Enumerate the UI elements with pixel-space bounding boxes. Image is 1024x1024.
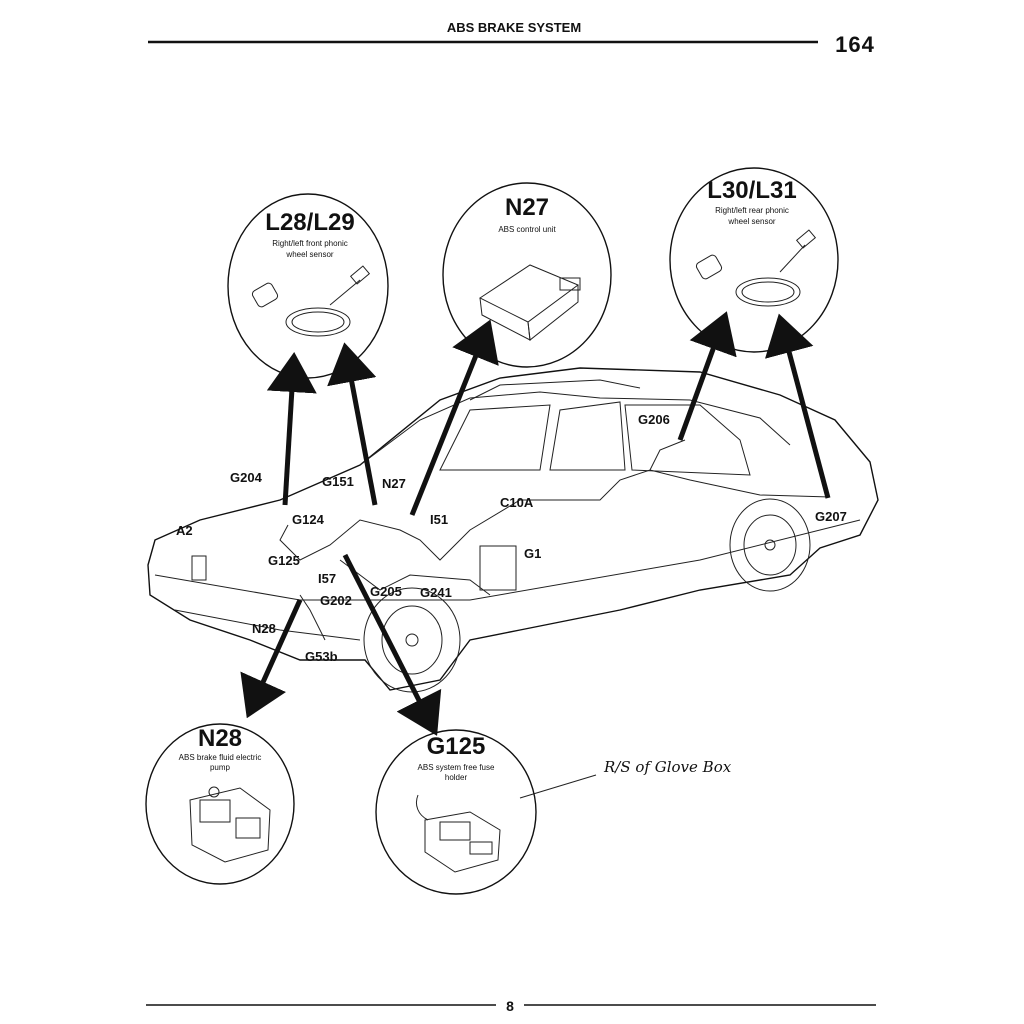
control-unit-icon [479,264,581,341]
callout-desc: ABS system free fuse [418,763,495,772]
label-a2: A2 [176,523,193,538]
pump-icon [189,786,271,863]
label-n27: N27 [382,476,406,491]
label-g205: G205 [370,584,402,599]
callout-n27: N27 ABS control unit [442,182,612,368]
callout-desc: ABS control unit [498,225,556,234]
note-leader-line [519,774,597,799]
label-c10a: C10A [500,495,534,510]
page-number: 8 [506,998,514,1014]
pointer-arrows [240,311,831,736]
callout-code: N27 [505,194,549,221]
callout-code: G125 [427,733,486,760]
callout-code: L28/L29 [265,209,354,236]
callout-desc: holder [445,773,468,782]
label-i51: I51 [430,512,448,527]
wheel-sensor-icon [251,265,371,337]
label-g53b: G53b [305,649,338,664]
page-title: ABS BRAKE SYSTEM [447,20,581,35]
callout-g125: G125 ABS system free fuse holder [375,729,537,895]
label-g1: G1 [524,546,541,561]
model-badge: 164 [835,32,875,57]
car-labels: G204 G151 N27 G124 A2 G125 I51 C10A G1 I… [176,412,847,664]
wheel-sensor-icon [695,229,817,307]
label-i57: I57 [318,571,336,586]
label-g124: G124 [292,512,325,527]
label-g207: G207 [815,509,847,524]
label-n28: N28 [252,621,276,636]
label-g125: G125 [268,553,300,568]
label-g241: G241 [420,585,452,600]
callout-code: N28 [198,725,242,752]
label-g206: G206 [638,412,670,427]
callout-desc: Right/left front phonic [272,239,348,248]
label-g204: G204 [230,470,263,485]
callout-desc: ABS brake fluid electric [179,753,262,762]
callout-desc: wheel sensor [285,250,333,259]
callout-desc: pump [210,763,231,772]
fuse-holder-icon [415,794,501,873]
handwritten-note: R/S of Glove Box [603,758,732,776]
car-drawing [147,367,879,693]
callout-n28: N28 ABS brake fluid electric pump [145,723,295,885]
callout-desc: Right/left rear phonic [715,206,789,215]
callout-desc: wheel sensor [727,217,775,226]
callout-code: L30/L31 [707,177,796,204]
label-g202: G202 [320,593,352,608]
label-g151: G151 [322,474,354,489]
callout-l30-l31: L30/L31 Right/left rear phonic wheel sen… [669,167,839,353]
callout-l28-l29: L28/L29 Right/left front phonic wheel se… [227,193,389,379]
